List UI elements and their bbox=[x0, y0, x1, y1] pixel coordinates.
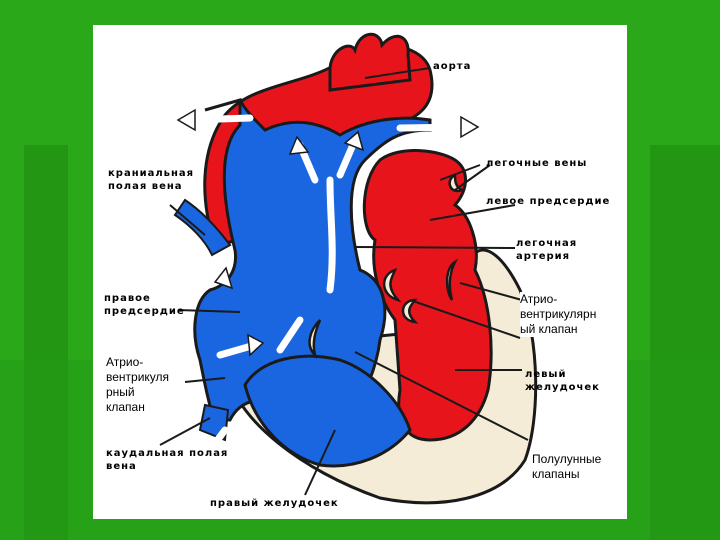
aorta-top bbox=[328, 32, 412, 92]
right-ventricle bbox=[243, 354, 412, 468]
label-right-ventricle: правый желудочек bbox=[210, 498, 339, 509]
cranial-vena-cava bbox=[173, 198, 232, 257]
label-pulmonary-veins: легочные вены bbox=[486, 158, 588, 169]
label-right-atrium: правое предсердие bbox=[104, 293, 185, 317]
left-heart-chambers bbox=[362, 149, 493, 442]
label-semilunar-valves: Полулунные клапаны bbox=[532, 452, 602, 482]
label-av-valve-left: Атрио- вентрикуля рный клапан bbox=[106, 355, 170, 415]
arrow-heads bbox=[176, 108, 480, 357]
label-pulmonary-artery: легочная артерия bbox=[516, 238, 578, 262]
label-caudal-vena-cava: каудальная полая вена bbox=[106, 448, 229, 472]
label-aorta: аорта bbox=[433, 61, 472, 72]
label-cranial-vena-cava: краниальная полая вена bbox=[108, 168, 195, 192]
label-av-valve-right: Атрио- вентрикулярн ый клапан bbox=[520, 292, 597, 337]
pointer-lines bbox=[159, 67, 529, 496]
label-left-ventricle: левый желудочек bbox=[525, 369, 600, 393]
label-left-atrium: левое предсердие bbox=[486, 196, 611, 207]
valve-outlines bbox=[308, 172, 466, 360]
